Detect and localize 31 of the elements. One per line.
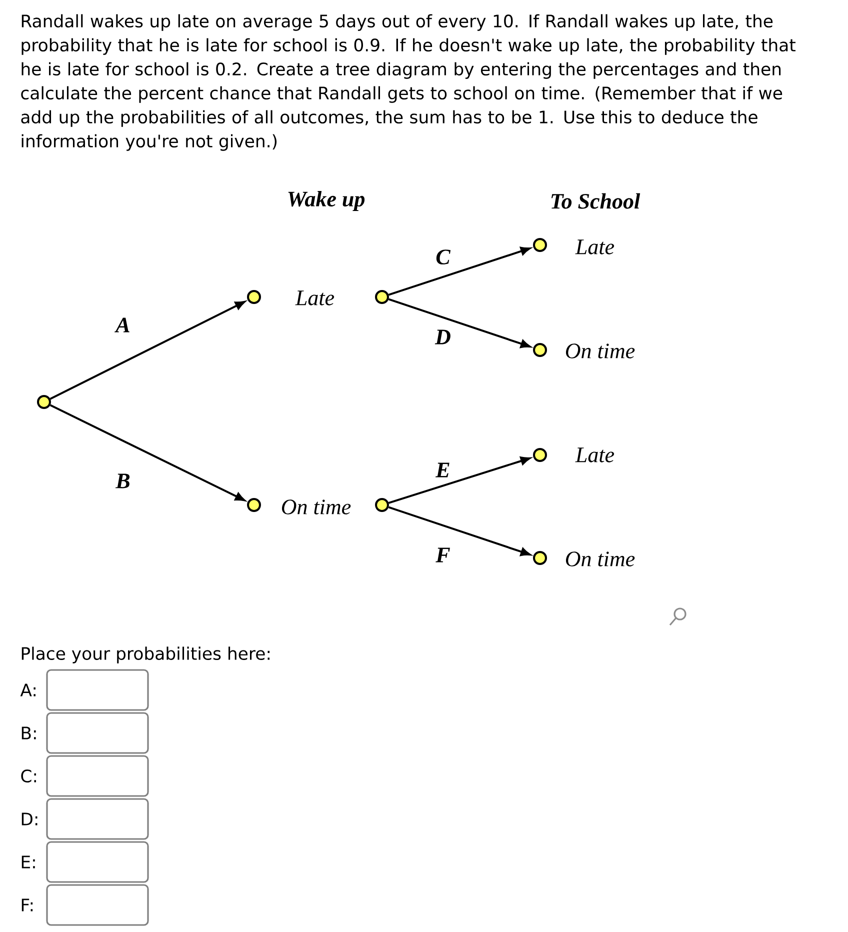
field-label: B:	[22, 726, 36, 740]
arrow	[388, 298, 531, 348]
field-label: C:	[21, 770, 36, 783]
branch-point	[375, 498, 389, 512]
branch-point	[37, 395, 51, 409]
arrow	[50, 300, 246, 400]
column-heading: To School	[551, 193, 640, 209]
outcome-label: Late	[295, 290, 334, 306]
field-label: E:	[22, 856, 35, 868]
column-heading: Wake up	[288, 191, 365, 211]
field-label: F:	[22, 898, 33, 912]
outcome-label: Late	[575, 240, 614, 254]
branch-point	[375, 290, 389, 304]
edge-label: A	[114, 318, 130, 332]
arrow	[388, 246, 531, 296]
edge-label: C	[436, 250, 451, 264]
outcome-label: On time	[282, 500, 351, 514]
instruction-text: Place your probabilities here:	[22, 646, 270, 664]
arrow	[388, 456, 530, 504]
question-text: Randall wakes up late on average 5 days out of every 10. If Randall wakes up late, the probability that he is late for school is 0.9. If he doesn't wake up late, the probability that he is late for school is 0.2. Create a tree diagram by entering the percentages and then calculate the percent chance that Randall gets to school on time. (Remember that if we add up the probabilities of all outcomes, the sum has to be 1. Use this to deduce the information you're not given.)	[21, 14, 796, 151]
arrow	[388, 506, 531, 556]
edge-label: B	[115, 474, 130, 488]
outcome-label: Late	[575, 448, 614, 462]
edge-label: E	[436, 462, 450, 478]
edge-label: D	[434, 330, 450, 344]
outcome-label: On time	[566, 344, 635, 358]
field-label: D:	[22, 812, 38, 826]
field-label: A:	[20, 684, 36, 696]
outcome-label: On time	[566, 552, 635, 566]
arrow	[50, 404, 246, 502]
edge-label: F	[436, 548, 450, 562]
